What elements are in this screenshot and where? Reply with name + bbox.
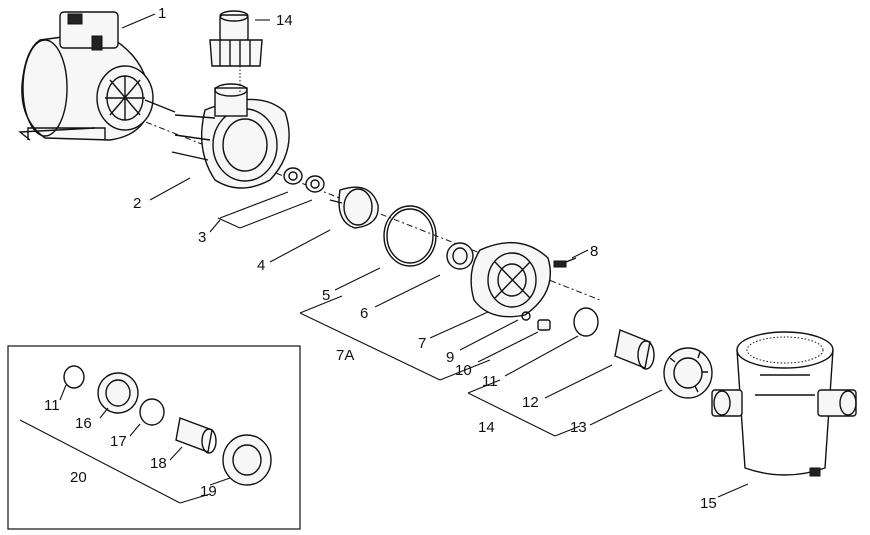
bracket-7a xyxy=(299,295,491,381)
screw-part xyxy=(553,257,577,268)
o-ring-11-part xyxy=(573,307,599,337)
shaft-seal-part xyxy=(283,167,325,193)
label-13: 13 xyxy=(570,419,587,436)
label-20: 20 xyxy=(70,469,87,486)
label-5: 5 xyxy=(322,287,330,304)
strainer-pot-part xyxy=(711,331,857,477)
label-2: 2 xyxy=(133,195,141,212)
label-11: 11 xyxy=(482,373,498,390)
inset-kit-parts xyxy=(63,365,272,486)
bracket-14 xyxy=(467,379,581,437)
label-16: 16 xyxy=(75,415,92,432)
diffuser-faceplate-part xyxy=(470,241,552,318)
label-4: 4 xyxy=(257,257,265,274)
pump-housing-part xyxy=(171,60,290,189)
impeller-part xyxy=(329,186,379,229)
label-19: 19 xyxy=(200,483,217,500)
label-8: 8 xyxy=(590,243,598,260)
o-ring-inner-edge xyxy=(386,208,434,264)
label-17: 17 xyxy=(110,433,127,450)
motor-part xyxy=(18,11,176,141)
drain-plug-part xyxy=(521,311,551,331)
tailpiece-part xyxy=(614,329,655,370)
label-1: 1 xyxy=(158,5,166,22)
label-3: 3 xyxy=(198,229,206,246)
wear-ring-part xyxy=(446,242,474,270)
o-ring-part xyxy=(383,205,437,267)
label-10: 10 xyxy=(455,362,472,379)
union-nut-part xyxy=(663,347,713,399)
label-11-inset: 11 xyxy=(44,397,60,414)
bracket-20 xyxy=(19,419,211,504)
label-9: 9 xyxy=(446,349,454,366)
label-7: 7 xyxy=(418,335,426,352)
inset-kit-box xyxy=(7,345,301,530)
label-18: 18 xyxy=(150,455,167,472)
label-7a: 7A xyxy=(336,347,354,364)
label-14-bottom: 14 xyxy=(478,419,495,436)
label-15: 15 xyxy=(700,495,717,512)
label-12: 12 xyxy=(522,394,539,411)
bracket-3 xyxy=(217,191,313,229)
label-6: 6 xyxy=(360,305,368,322)
label-14-top: 14 xyxy=(276,12,293,29)
union-fitting-top-part xyxy=(209,10,263,67)
